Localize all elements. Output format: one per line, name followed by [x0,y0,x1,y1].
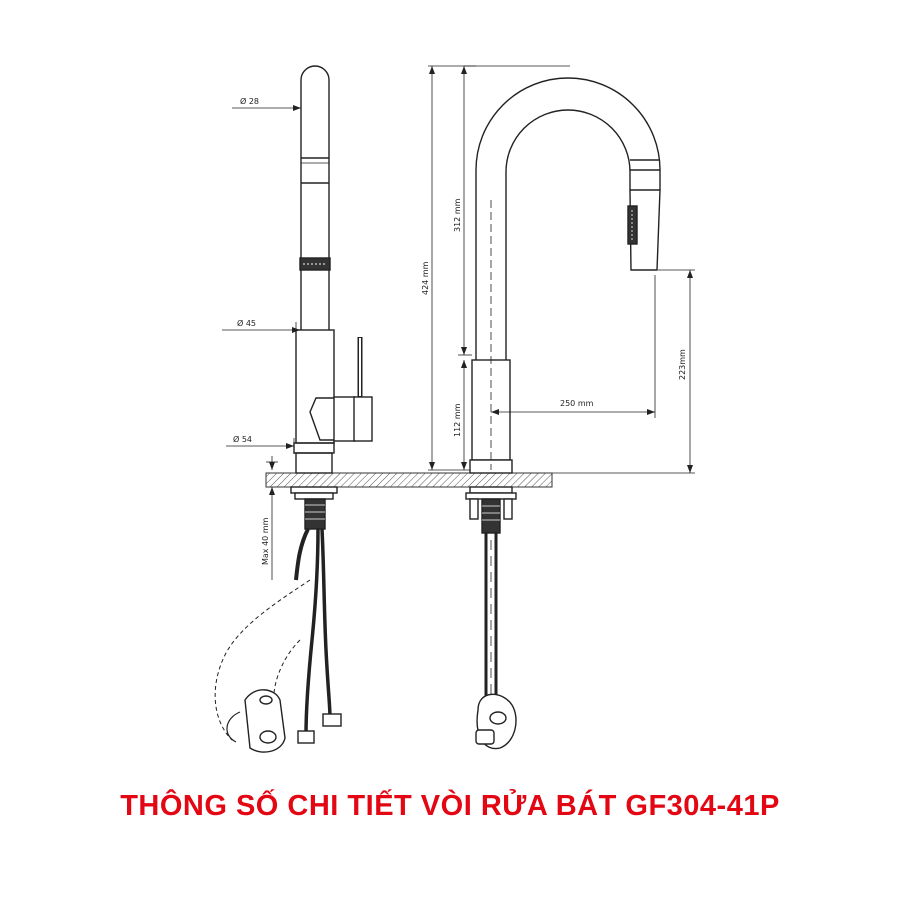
countertop [265,472,553,488]
max-40-label: Max 40 mm [261,517,270,565]
width-250-label: 250 mm [560,399,594,408]
diameter-28-label: Ø 28 [240,96,259,106]
dimension-lines [222,65,695,580]
dimension-arrows [269,66,693,495]
side-view-faucet [214,65,373,753]
page-title: THÔNG SỐ CHI TIẾT VÒI RỬA BÁT GF304-41P [120,790,780,822]
diameter-45-label: Ø 45 [237,318,256,328]
height-424-label: 424 mm [421,261,430,295]
height-223-label: 223mm [678,349,687,380]
front-view-faucet [465,77,661,750]
height-112-label: 112 mm [453,403,462,437]
height-312-label: 312 mm [453,198,462,232]
diameter-54-label: Ø 54 [233,434,252,444]
